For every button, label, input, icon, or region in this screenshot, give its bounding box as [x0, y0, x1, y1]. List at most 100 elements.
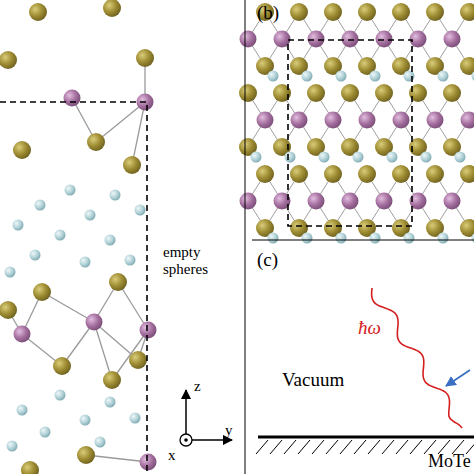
- hatch-line: [256, 440, 268, 454]
- te-atom: [256, 165, 274, 183]
- te-atom: [29, 3, 47, 21]
- z-axis-arrow: [185, 390, 187, 440]
- te-atom: [77, 446, 95, 464]
- axis-label: y: [225, 422, 245, 439]
- x-axis-dot: [184, 438, 188, 442]
- empty-sphere: [370, 71, 381, 82]
- empty-sphere: [285, 152, 296, 163]
- mo-atom: [14, 326, 31, 343]
- empty-sphere: [80, 415, 91, 426]
- side-view-panel: [0, 0, 157, 474]
- empty-sphere: [110, 190, 121, 201]
- empty-sphere: [421, 152, 432, 163]
- hatch-line: [326, 440, 338, 454]
- te-atom: [0, 51, 17, 69]
- te-atom: [290, 3, 308, 21]
- surface-line: [258, 436, 474, 439]
- empty-sphere: [336, 233, 347, 244]
- hatch-line: [382, 440, 394, 454]
- mo-atom: [393, 112, 410, 129]
- te-atom: [290, 165, 308, 183]
- te-atom: [392, 165, 410, 183]
- x-axis-symbol: [180, 434, 192, 446]
- empty-sphere: [135, 205, 146, 216]
- axis-label: z: [194, 378, 214, 395]
- bond-line: [42, 292, 94, 322]
- material-label: MoTe: [428, 452, 474, 472]
- mo-atom: [257, 112, 274, 129]
- empty-sphere: [404, 71, 415, 82]
- empty-sphere: [472, 233, 474, 244]
- mo-atom: [427, 112, 444, 129]
- te-atom: [443, 84, 461, 102]
- mo-atom: [444, 31, 461, 48]
- empty-sphere: [13, 220, 24, 231]
- bond-line: [112, 330, 148, 380]
- te-atom: [103, 0, 121, 17]
- te-atom: [21, 461, 39, 474]
- mo-atom: [86, 314, 103, 331]
- y-axis-arrow: [186, 439, 232, 441]
- te-atom: [136, 49, 154, 67]
- empty-sphere: [302, 71, 313, 82]
- bond-line: [132, 102, 145, 165]
- empty-sphere: [40, 427, 51, 438]
- mo-atom: [325, 112, 342, 129]
- panel-label: (b): [257, 3, 297, 24]
- mo-atom: [410, 31, 427, 48]
- te-atom: [0, 301, 17, 319]
- top-view-panel: [239, 0, 474, 244]
- empty-sphere: [268, 233, 279, 244]
- mo-atom: [64, 90, 81, 107]
- empty-sphere: [302, 233, 313, 244]
- te-atom: [460, 3, 474, 21]
- empty-sphere: [438, 71, 449, 82]
- empty-sphere: [387, 152, 398, 163]
- panel-background: [248, 0, 474, 236]
- panel-label: (c): [257, 250, 297, 271]
- empty-sphere: [268, 71, 279, 82]
- mo-atom: [444, 193, 461, 210]
- empty-sphere: [336, 71, 347, 82]
- empty-sphere: [17, 405, 28, 416]
- te-atom: [324, 165, 342, 183]
- te-atom: [109, 273, 127, 291]
- te-atom: [53, 357, 71, 375]
- mo-atom: [376, 31, 393, 48]
- te-atom: [87, 133, 105, 151]
- te-atom: [33, 283, 51, 301]
- photon-wave: [372, 288, 462, 428]
- hatch-line: [410, 440, 422, 454]
- unit-cell-outline: [288, 40, 412, 226]
- empty-sphere: [404, 233, 415, 244]
- hatch-line: [354, 440, 366, 454]
- empty-sphere: [251, 152, 262, 163]
- mo-atom: [308, 31, 325, 48]
- empty-sphere: [85, 210, 96, 221]
- mo-atom: [461, 112, 474, 129]
- mo-atom: [342, 193, 359, 210]
- empty-sphere: [125, 255, 136, 266]
- empty-sphere: [130, 413, 141, 424]
- axis-label: x: [168, 447, 188, 464]
- empty-sphere: [7, 441, 18, 452]
- te-atom: [460, 219, 474, 237]
- empty-sphere: [65, 185, 76, 196]
- te-atom: [103, 371, 121, 389]
- te-atom: [392, 3, 410, 21]
- te-atom: [460, 165, 474, 183]
- mo-atom: [140, 454, 157, 471]
- empty-sphere: [35, 200, 46, 211]
- empty-sphere: [455, 152, 466, 163]
- empty-sphere: [105, 235, 116, 246]
- mo-atom: [342, 31, 359, 48]
- empty-sphere: [55, 390, 66, 401]
- photon-label: ħω: [358, 318, 398, 339]
- te-atom: [239, 84, 257, 102]
- te-atom: [13, 141, 31, 159]
- annotation: empty spheres: [163, 244, 235, 277]
- te-atom: [123, 156, 141, 174]
- te-atom: [358, 165, 376, 183]
- mo-atom: [308, 193, 325, 210]
